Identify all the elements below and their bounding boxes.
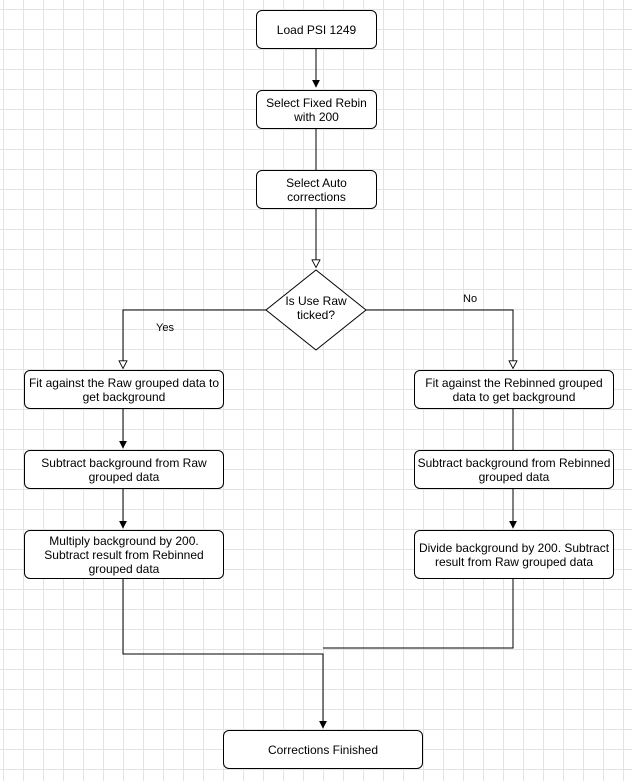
edge-divide-finished xyxy=(323,579,514,649)
load-psi-node: Load PSI 1249 xyxy=(256,10,377,49)
subtract-rebinned-node: Subtract background from Rebinned groupe… xyxy=(414,450,614,489)
select-auto-node: Select Auto corrections xyxy=(256,170,377,209)
fit-raw-node: Fit against the Raw grouped data to get … xyxy=(24,370,224,409)
edge-mult-finished xyxy=(122,579,327,729)
select-rebin-node: Select Fixed Rebin with 200 xyxy=(256,90,377,129)
fit-rebinned-node: Fit against the Rebinned grouped data to… xyxy=(414,370,614,409)
yes-label: Yes xyxy=(156,322,174,334)
subtract-raw-node: Subtract background from Raw grouped dat… xyxy=(24,450,224,489)
divide-node: Divide background by 200. Subtract resul… xyxy=(414,530,614,579)
multiply-node: Multiply background by 200. Subtract res… xyxy=(24,530,224,579)
decision-label: Is Use Raw ticked? xyxy=(285,294,347,322)
decision-diamond xyxy=(265,269,367,351)
edge-decision-no xyxy=(365,309,513,368)
edge-decision-yes xyxy=(123,309,267,368)
no-label: No xyxy=(463,293,478,305)
corrections-finished-node: Corrections Finished xyxy=(223,730,423,769)
